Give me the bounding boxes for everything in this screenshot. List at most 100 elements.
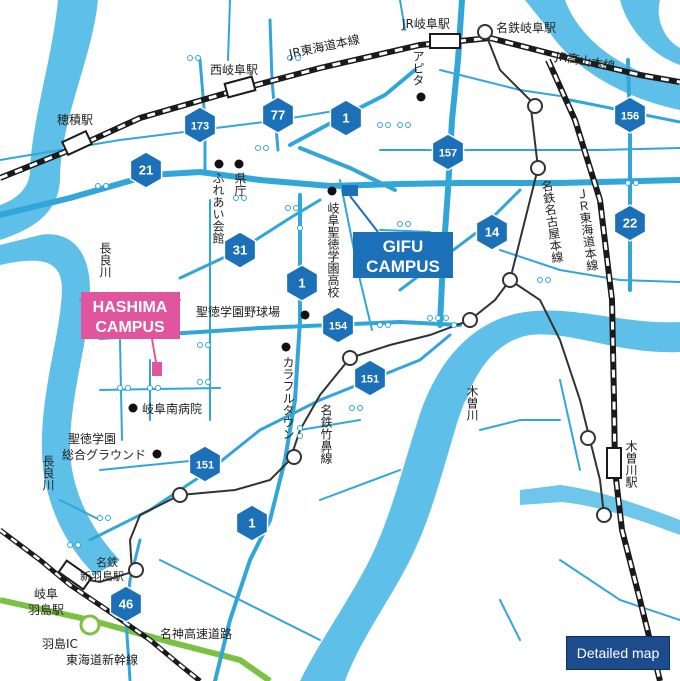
meishin-label: 名神高速道路 — [160, 626, 232, 641]
kencho-label: 県庁 — [233, 172, 247, 196]
apita-label: アピタ — [411, 50, 425, 86]
road-dot — [297, 433, 303, 439]
upper-right-branch — [620, 0, 680, 65]
hashima-campus-line1: HASHIMA — [93, 299, 168, 316]
colorful-dot — [281, 342, 291, 352]
route-badge-label: 22 — [623, 216, 637, 231]
ground-dot — [152, 449, 162, 459]
kencho-dot — [234, 159, 244, 169]
route-badge-1: 1 — [329, 99, 363, 137]
gifu-campus-box[interactable] — [353, 232, 453, 278]
baseball-dot — [300, 310, 310, 320]
nishigifu-station-box — [223, 75, 257, 99]
road-dot — [205, 379, 211, 385]
route-badge-label: 151 — [196, 460, 214, 472]
road-dot — [287, 55, 293, 61]
road-dot — [545, 277, 551, 283]
gifu-campus-line1: GIFU — [383, 237, 424, 256]
route-badge-151: 151 — [353, 359, 387, 397]
meitetsu-stations — [128, 24, 612, 578]
road-dot — [377, 122, 383, 128]
road-dot — [255, 145, 261, 151]
road-dot — [451, 322, 457, 328]
hashima-ic-label: 羽島IC — [42, 636, 78, 651]
hashima-campus-marker — [152, 362, 162, 376]
shinkansen-label: 東海道新幹線 — [66, 652, 138, 667]
route-badge-1: 1 — [235, 504, 269, 542]
jr-tokaido-line — [0, 34, 680, 181]
road-dot — [263, 145, 269, 151]
route-badge-label: 1 — [298, 276, 305, 291]
hashima-campus-box[interactable] — [81, 292, 180, 339]
route-badge-14: 14 — [475, 213, 509, 251]
nagara-river-label-2: 長良川 — [41, 455, 55, 491]
jr-tokaido-top-label: JR東海道本線 — [287, 31, 361, 61]
hashima-campus[interactable]: HASHIMA CAMPUS — [81, 292, 180, 376]
route-badge-label: 1 — [248, 516, 255, 531]
route-badge-31: 31 — [223, 231, 257, 269]
route-badge-label: 31 — [233, 243, 247, 258]
route-badge-77: 77 — [261, 96, 295, 134]
road-dot — [285, 205, 291, 211]
route-badge-label: 77 — [271, 108, 285, 123]
road-dot — [241, 195, 247, 201]
detailed-map-button[interactable]: Detailed map — [566, 636, 670, 670]
road-dot — [293, 205, 299, 211]
fureai-dot — [214, 159, 224, 169]
road-dot — [195, 55, 201, 61]
road-dot — [633, 180, 639, 186]
gifu-hashima-label-1: 岐阜 — [34, 587, 58, 601]
road-dot — [297, 425, 303, 431]
road-dot — [385, 322, 391, 328]
road-dot — [187, 55, 193, 61]
road-dot — [377, 322, 383, 328]
road-dot — [197, 342, 203, 348]
road-dot — [147, 385, 153, 391]
road-dot — [435, 315, 441, 321]
road-dot — [397, 221, 403, 227]
hozumi-station-label: 穂積駅 — [57, 112, 93, 127]
meitetsu-nagoya-label: 名鉄名古屋本線 — [539, 178, 565, 265]
road-dot — [105, 515, 111, 521]
seitoku-hs-label: 岐阜聖徳学園高校 — [326, 202, 340, 298]
apita-dot — [416, 92, 426, 102]
road-dot — [97, 515, 103, 521]
road-dot — [427, 315, 433, 321]
road-dot — [233, 195, 239, 201]
meitetsu-gifu-station-label: 名鉄岐阜駅 — [496, 20, 556, 35]
jr-gifu-station-label: JR岐阜駅 — [401, 17, 450, 31]
route-badge-21: 21 — [129, 151, 163, 189]
route-badge-label: 21 — [139, 163, 153, 178]
route-badge-173: 173 — [183, 106, 217, 144]
landmarks — [128, 92, 426, 459]
ground-label-1: 聖徳学園 — [68, 431, 116, 446]
route-badge-1: 1 — [285, 264, 319, 302]
gifu-campus-marker — [342, 185, 358, 196]
road-dot — [537, 277, 543, 283]
nagara-river — [0, 0, 98, 240]
hashima-campus-line2: CAMPUS — [95, 319, 165, 336]
meitetsu-takehana-label: 名鉄竹鼻線 — [319, 403, 333, 464]
road-dot — [155, 385, 161, 391]
route-badge-154: 154 — [321, 306, 355, 344]
hozumi-station-box — [60, 129, 94, 157]
road-dots — [67, 55, 639, 548]
gifu-campus[interactable]: GIFU CAMPUS — [342, 185, 453, 278]
ground-label-2: 総合グラウンド — [62, 447, 146, 462]
road-dot — [357, 405, 363, 411]
hospital-dot — [128, 403, 138, 413]
road-dot — [349, 405, 355, 411]
road-dot — [405, 122, 411, 128]
colorful-label: カラフルタウン — [281, 356, 295, 440]
route-badge-label: 156 — [621, 111, 639, 123]
gifu-hashima-label-2: 羽島駅 — [28, 602, 64, 617]
meitetsu-lines — [59, 31, 605, 584]
jr-tokaido-south — [545, 58, 663, 681]
route-badge-label: 151 — [361, 374, 379, 386]
road-dot — [295, 55, 301, 61]
station-boxes — [57, 33, 622, 591]
route-badge-label: 154 — [329, 321, 348, 333]
road-dot — [297, 225, 303, 231]
kisogawa-station-box — [606, 447, 622, 479]
